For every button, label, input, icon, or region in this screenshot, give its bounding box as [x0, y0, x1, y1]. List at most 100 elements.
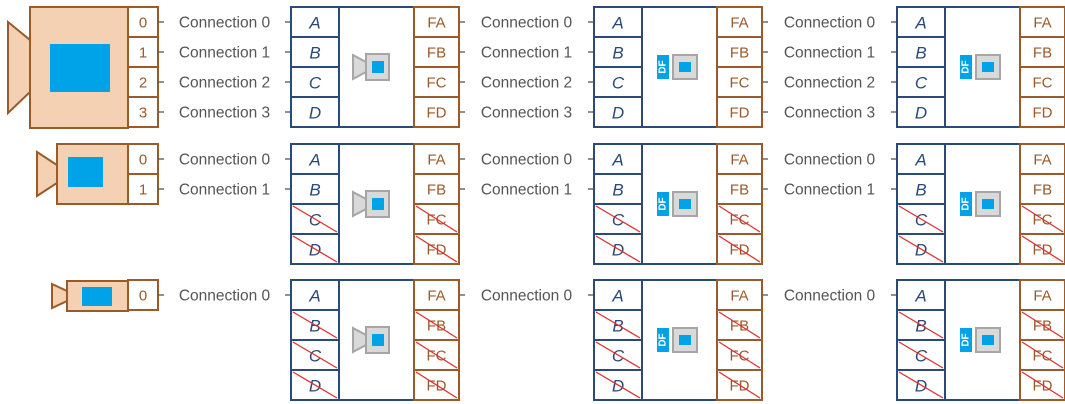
strike-line	[595, 341, 641, 369]
strike-line	[415, 205, 458, 233]
input-label: B	[612, 317, 623, 336]
connection-label: Connection 0	[179, 15, 271, 32]
input-label: A	[308, 14, 320, 33]
camera-screen-shape	[372, 198, 384, 210]
input-label: D	[612, 241, 624, 260]
camera-screen-shape	[679, 199, 691, 209]
strike-line	[292, 235, 338, 263]
input-label: B	[915, 317, 926, 336]
strike-line	[415, 341, 458, 369]
strike-line	[718, 235, 761, 263]
input-slot	[896, 233, 946, 265]
output-label: FB	[730, 45, 749, 62]
output-label: FA	[1033, 15, 1051, 32]
strike-line	[1021, 341, 1064, 369]
df-badge-label: DF	[658, 333, 669, 346]
df-camera-icon: DF	[657, 191, 698, 217]
strike-line	[415, 235, 458, 263]
strike-line	[718, 311, 761, 339]
output-label: FB	[427, 182, 446, 199]
connection-label: Connection 3	[179, 105, 270, 122]
output-label: FA	[730, 15, 748, 32]
output-label: FD	[427, 105, 447, 122]
strike-line	[1021, 235, 1064, 263]
connection-label: Connection 2	[784, 75, 875, 92]
camera-screen-shape	[982, 335, 994, 345]
camera-screen-shape	[679, 335, 691, 345]
strike-line	[595, 371, 641, 399]
output-slot	[716, 233, 763, 265]
input-label: C	[309, 211, 322, 230]
output-label: FA	[1033, 152, 1051, 169]
output-label: FB	[1033, 182, 1052, 199]
input-label: B	[612, 181, 623, 200]
camera-screen-shape	[982, 199, 994, 209]
strike-line	[1021, 205, 1064, 233]
strike-line	[415, 371, 458, 399]
df-camera-icon: DF	[960, 191, 1001, 217]
camera-port	[127, 279, 159, 311]
input-label: D	[612, 377, 624, 396]
input-label: D	[612, 104, 624, 123]
input-label: C	[915, 347, 928, 366]
output-slot	[413, 369, 460, 401]
strike-line	[292, 205, 338, 233]
input-label: B	[612, 44, 623, 63]
connection-label: Connection 0	[784, 15, 876, 32]
output-slot	[716, 96, 763, 128]
df-badge-label: DF	[658, 197, 669, 210]
input-slot	[290, 369, 340, 401]
connection-label: Connection 0	[481, 15, 573, 32]
strike-line	[898, 341, 944, 369]
camera-lens-shape	[7, 19, 31, 116]
camera-screen-shape	[372, 334, 384, 346]
camera-port-label: 3	[139, 105, 147, 122]
strike-line	[595, 311, 641, 339]
df-camera-icon: DF	[960, 327, 1001, 353]
connection-label: Connection 0	[784, 152, 876, 169]
input-label: D	[309, 377, 321, 396]
strike-line	[292, 341, 338, 369]
camera-body-shape	[672, 191, 698, 217]
output-label: FA	[1033, 288, 1051, 305]
strike-line	[1021, 371, 1064, 399]
input-label: C	[309, 347, 322, 366]
camera-port-label: 0	[139, 288, 147, 305]
strike-line	[595, 205, 641, 233]
connection-label: Connection 0	[481, 288, 573, 305]
output-label: FA	[730, 288, 748, 305]
connection-label: Connection 1	[179, 45, 270, 62]
output-slot	[716, 369, 763, 401]
connection-label: Connection 0	[784, 288, 876, 305]
camera-lens-shape	[51, 282, 68, 310]
output-slot	[413, 96, 460, 128]
input-label: D	[309, 241, 321, 260]
input-label: C	[309, 74, 322, 93]
output-label: FB	[1033, 45, 1052, 62]
input-label: C	[915, 74, 928, 93]
output-label: FC	[1033, 75, 1053, 92]
camera-port-label: 0	[139, 152, 147, 169]
connection-label: Connection 2	[179, 75, 270, 92]
input-label: A	[611, 287, 623, 306]
source-camera-icon	[7, 6, 129, 129]
strike-line	[718, 341, 761, 369]
strike-line	[1021, 311, 1064, 339]
output-slot	[413, 233, 460, 265]
connection-label: Connection 3	[481, 105, 572, 122]
camera-screen-shape	[679, 62, 691, 72]
df-badge-label: DF	[961, 333, 972, 346]
df-badge-label: DF	[961, 197, 972, 210]
input-label: A	[914, 14, 926, 33]
df-badge-icon	[960, 192, 972, 216]
df-badge-icon	[960, 55, 972, 79]
input-slot	[593, 233, 643, 265]
